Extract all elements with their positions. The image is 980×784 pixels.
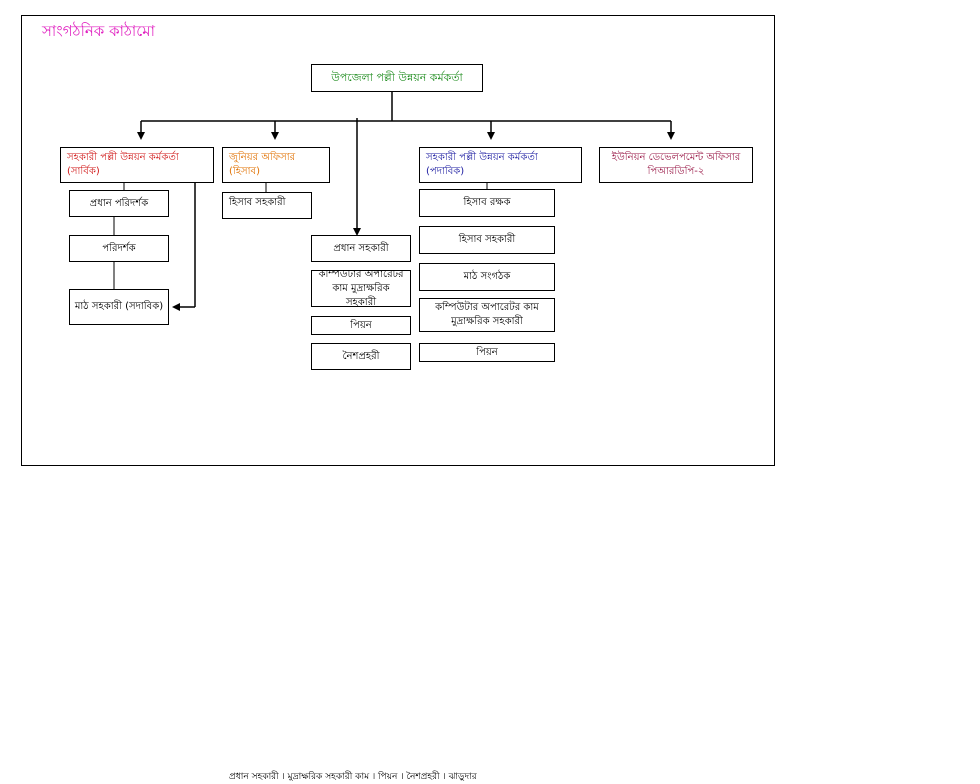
- node-label: ইউনিয়ন ডেভেলপমেন্ট অফিসার পিআরডিপি-২: [611, 152, 741, 177]
- node-chief-inspector: প্রধান পরিদর্শক: [69, 190, 169, 217]
- node-label: হিসাব রক্ষক: [463, 197, 511, 208]
- node-inspector: পরিদর্শক: [69, 235, 169, 262]
- node-label: প্রধান পরিদর্শক: [89, 197, 149, 209]
- node-label: সহকারী পল্লী উন্নয়ন কর্মকর্তা (সার্বিক): [67, 152, 179, 177]
- node-label: প্রধান সহকারী: [333, 242, 389, 254]
- node-label: কম্পিউটার অপারেটর কাম মুদ্রাক্ষরিক সহকার…: [435, 302, 539, 327]
- node-label: পরিদর্শক: [102, 242, 136, 254]
- node-accountant: হিসাব রক্ষক: [419, 189, 555, 217]
- node-label: মাঠ সহকারী (সদাবিক): [74, 301, 164, 312]
- node-accounts-assistant-2: হিসাব সহকারী: [419, 226, 555, 254]
- chart-title: সাংগঠনিক কাঠামো: [42, 22, 155, 40]
- node-computer-operator-1: কম্পিউটার অপারেটর কাম মুদ্রাক্ষরিক সহকার…: [311, 270, 411, 307]
- footer-text: প্রধান সহকারী । মুদ্রাক্ষরিক সহকারী কাম …: [229, 772, 477, 782]
- node-upazila-officer: উপজেলা পল্লী উন্নয়ন কর্মকর্তা: [311, 64, 483, 92]
- node-label: কম্পিউটার অপারেটর কাম মুদ্রাক্ষরিক সহকার…: [318, 270, 404, 307]
- node-field-organizer: মাঠ সংগঠক: [419, 263, 555, 291]
- node-night-guard: নৈশপ্রহরী: [311, 343, 411, 370]
- node-computer-operator-2: কম্পিউটার অপারেটর কাম মুদ্রাক্ষরিক সহকার…: [419, 298, 555, 332]
- node-upazila-officer-label: উপজেলা পল্লী উন্নয়ন কর্মকর্তা: [331, 71, 463, 84]
- node-union-development-officer: ইউনিয়ন ডেভেলপমেন্ট অফিসার পিআরডিপি-২: [599, 147, 753, 183]
- node-label: হিসাব সহকারী: [229, 197, 286, 208]
- node-label: সহকারী পল্লী উন্নয়ন কর্মকর্তা (পদাবিক): [426, 152, 538, 177]
- node-junior-officer-accounts: জুনিয়র অফিসার (হিসাব): [222, 147, 330, 183]
- node-assistant-officer-general: সহকারী পল্লী উন্নয়ন কর্মকর্তা (সার্বিক): [60, 147, 214, 183]
- node-label: পিয়ন: [350, 319, 372, 331]
- node-label: পিয়ন: [476, 346, 498, 358]
- node-label: নৈশপ্রহরী: [342, 350, 380, 362]
- node-field-assistant: মাঠ সহকারী (সদাবিক): [69, 289, 169, 325]
- chart-frame: [21, 15, 775, 466]
- node-assistant-officer-cooperative: সহকারী পল্লী উন্নয়ন কর্মকর্তা (পদাবিক): [419, 147, 582, 183]
- node-head-assistant: প্রধান সহকারী: [311, 235, 411, 262]
- node-label: হিসাব সহকারী: [458, 234, 516, 245]
- node-peon-1: পিয়ন: [311, 316, 411, 335]
- node-peon-2: পিয়ন: [419, 343, 555, 362]
- node-label: জুনিয়র অফিসার (হিসাব): [229, 152, 296, 177]
- node-accounts-assistant-1: হিসাব সহকারী: [222, 192, 312, 219]
- node-label: মাঠ সংগঠক: [463, 271, 511, 282]
